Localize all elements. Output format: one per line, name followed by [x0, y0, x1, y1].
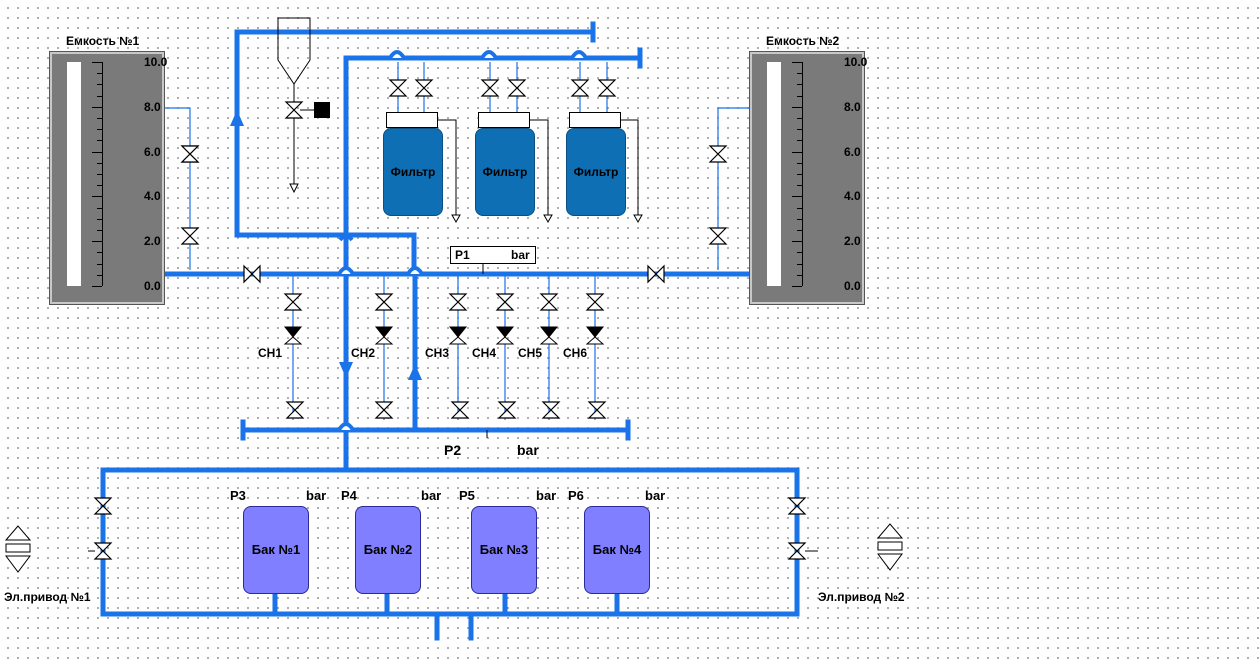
scale-label: 6.0 [844, 144, 861, 159]
scale-tick [97, 252, 102, 254]
scale-tick [792, 151, 802, 153]
scale-label: 0.0 [144, 279, 161, 293]
p5-label: P5 [459, 488, 475, 503]
scale-label: 10.0 [844, 55, 868, 69]
scale-tick [797, 140, 802, 142]
scale-tick [92, 62, 102, 63]
scale-tick [97, 218, 102, 220]
scale-tick [797, 207, 802, 209]
bak-4[interactable]: Бак №4 [584, 506, 650, 594]
p1-unit: bar [511, 248, 530, 262]
filter-2[interactable]: Фильтр [475, 112, 535, 216]
scale-tick [797, 129, 802, 131]
p1-label: P1 [455, 248, 470, 262]
scale-tick [797, 263, 802, 265]
scale-tick [97, 174, 102, 175]
scale-tick [797, 162, 802, 164]
scale-tick [792, 106, 802, 108]
scale-label: 4.0 [144, 189, 161, 204]
p2-label: P2 [444, 442, 462, 458]
bak-1[interactable]: Бак №1 [243, 506, 309, 594]
filter-3[interactable]: Фильтр [566, 112, 626, 216]
scale-tick [97, 207, 102, 209]
bak-2[interactable]: Бак №2 [355, 506, 421, 594]
p4-unit: bar [421, 488, 442, 503]
scale-tick [797, 118, 802, 119]
p6-unit: bar [645, 488, 666, 503]
scale-tick [797, 84, 802, 86]
p6-label: P6 [568, 488, 584, 503]
pump-label-1: СН1 [258, 346, 283, 360]
scale-tick [97, 118, 102, 119]
scale-tick [797, 218, 802, 220]
tank1-level-gauge: 10.0 8.0 6.0 4.0 2.0 0.0 [49, 51, 168, 305]
scale-tick [797, 185, 802, 187]
scale-tick [97, 84, 102, 86]
scale-label: 4.0 [844, 189, 861, 204]
scale-tick [797, 252, 802, 254]
scale-tick [97, 230, 102, 231]
scale-tick [97, 185, 102, 187]
scale-tick [97, 73, 102, 75]
scale-tick [92, 151, 102, 153]
drive2-label: Эл.привод №2 [818, 590, 905, 604]
p2-unit: bar [517, 442, 539, 458]
scale-tick [792, 286, 802, 287]
scale-label: 6.0 [144, 144, 161, 159]
scale-tick [97, 263, 102, 265]
p5-unit: bar [536, 488, 557, 503]
scale-tick [792, 62, 802, 63]
scale-tick [97, 140, 102, 142]
scale-label: 8.0 [144, 99, 161, 114]
tank2-level-bar [767, 62, 781, 286]
pump-label-6: СН6 [563, 346, 588, 360]
pump-label-3: СН3 [425, 346, 450, 360]
scale-label: 8.0 [844, 99, 861, 114]
scale-tick [797, 174, 802, 175]
scale-tick [792, 241, 802, 243]
bak-3[interactable]: Бак №3 [471, 506, 537, 594]
scale-label: 2.0 [144, 234, 161, 249]
scale-label: 10.0 [144, 55, 168, 69]
p3-label: P3 [230, 488, 246, 503]
scale-tick [92, 106, 102, 108]
tank1-level-bar [67, 62, 81, 286]
filter-1[interactable]: Фильтр [383, 112, 443, 216]
scale-tick [797, 230, 802, 231]
pump-label-4: СН4 [472, 346, 497, 360]
scale-label: 0.0 [844, 279, 861, 293]
p4-label: P4 [341, 488, 357, 503]
pump-label-2: СН2 [351, 346, 376, 360]
tank2-title: Емкость №2 [766, 34, 840, 48]
scale-tick [97, 162, 102, 164]
p3-unit: bar [306, 488, 327, 503]
scale-tick [797, 73, 802, 75]
scale-tick [97, 274, 102, 276]
drive1-label: Эл.привод №1 [4, 590, 91, 604]
scale-tick [797, 95, 802, 97]
tank2-level-gauge: 10.0 8.0 6.0 4.0 2.0 0.0 [749, 51, 868, 305]
tank1-title: Емкость №1 [66, 34, 140, 48]
scale-tick [97, 95, 102, 97]
p1-indicator: P1 bar [450, 246, 536, 264]
scale-tick [792, 196, 802, 198]
pump-label-5: СН5 [518, 346, 543, 360]
scale-tick [92, 241, 102, 243]
scale-tick [92, 196, 102, 198]
scale-label: 2.0 [844, 234, 861, 249]
scale-tick [797, 274, 802, 276]
scale-tick [92, 286, 102, 287]
scale-tick [97, 129, 102, 131]
